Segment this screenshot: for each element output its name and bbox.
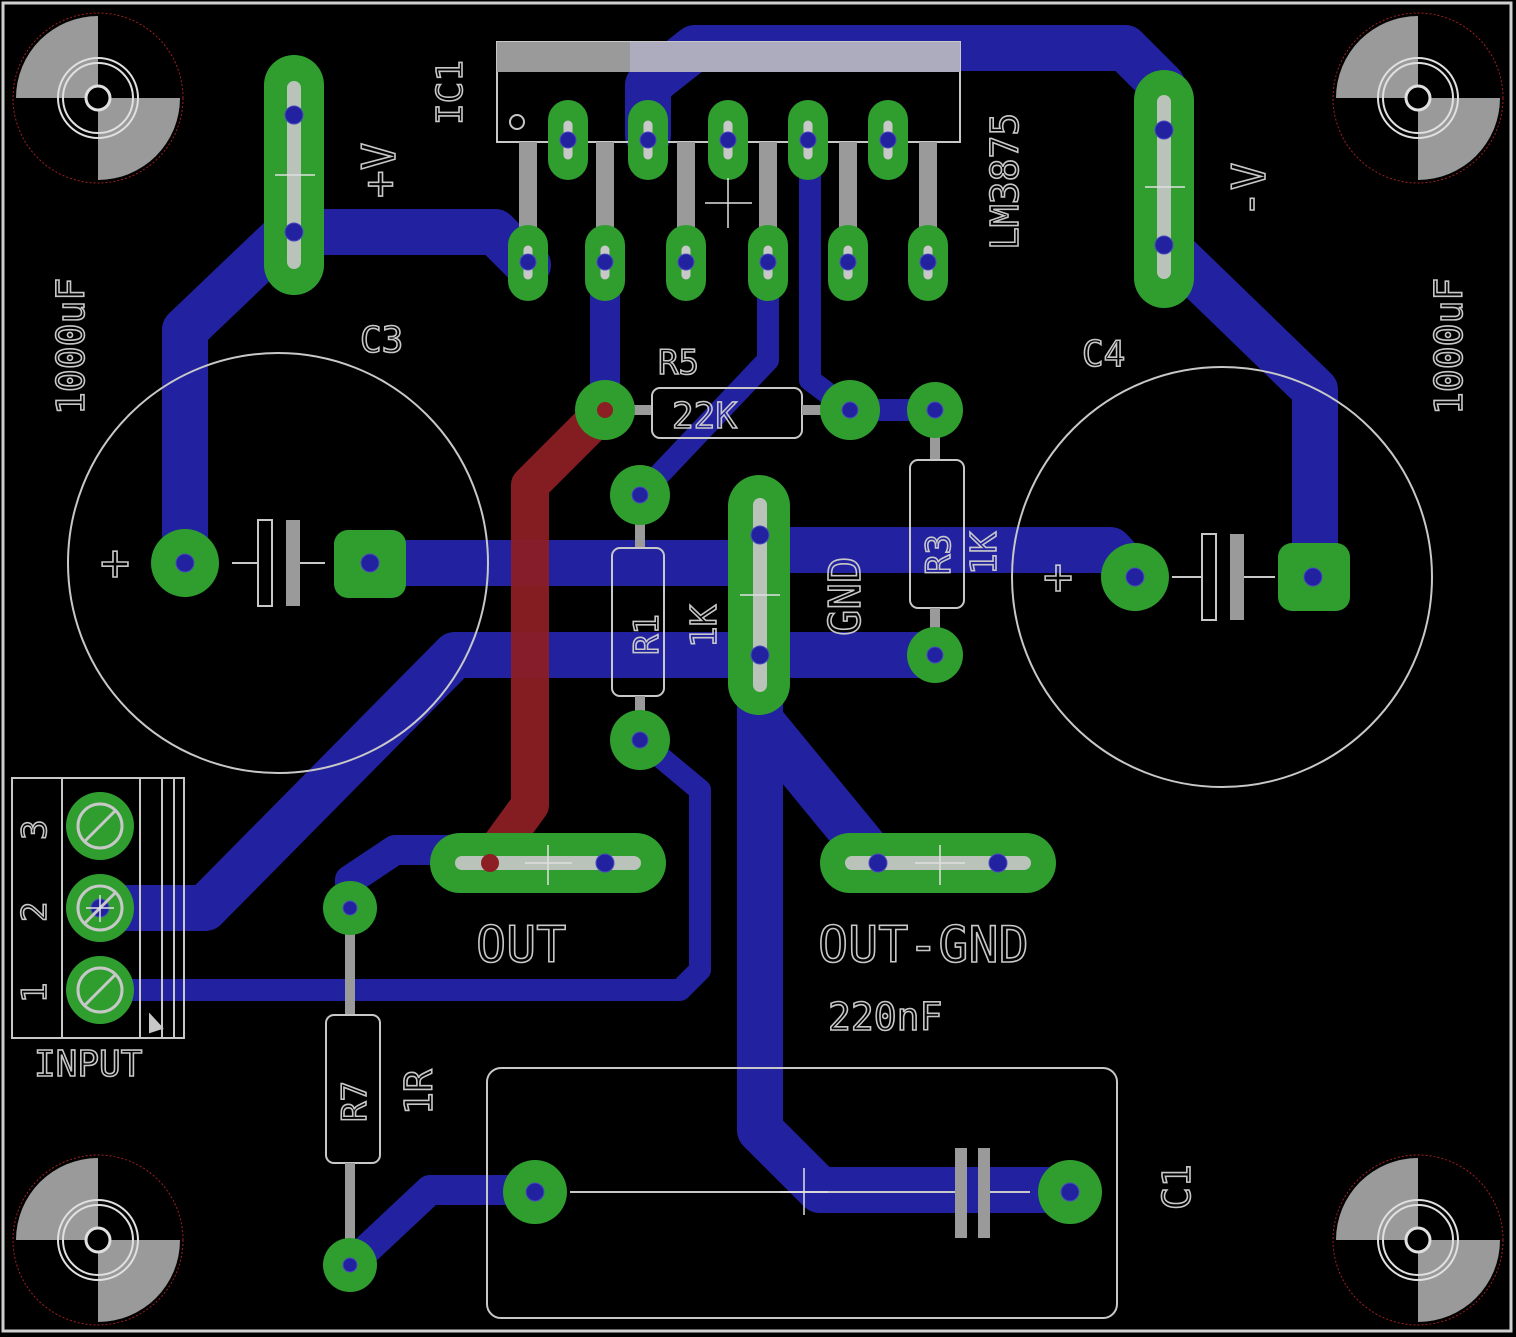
c3-label: C3 [360,320,403,361]
r7-value-label: 1R [397,1069,441,1115]
capacitor-symbol-icon [232,519,325,607]
out-label: OUT [476,916,566,974]
ic1-label: IC1 [430,60,471,125]
c3-outline [67,352,489,774]
c4-value-label: 1000uF [1427,278,1471,415]
pin3-label: 3 [15,820,55,840]
pin1-label: 1 [15,983,55,1003]
c3-plus-label: + [100,534,130,592]
r5-value-label: 22K [672,396,737,437]
gnd-label: GND [820,557,871,636]
labels: IC1 LM3875 +V -V C3 C4 1000uF 1000uF R5 … [14,59,1472,1211]
input-label: INPUT [34,1044,142,1085]
out-gnd-label: OUT-GND [818,916,1029,974]
c4-label: C4 [1082,334,1125,375]
r1-value-label: 1K [684,604,725,648]
capacitor-symbol-icon [570,1148,1030,1238]
r7-label: R7 [335,1081,375,1122]
mounting-hole-icon [1332,12,1504,184]
c4-outline [1011,366,1433,788]
mounting-hole-icon [12,1154,184,1326]
minus-v-label: -V [1222,163,1276,218]
r5-label: R5 [658,343,699,383]
c1-value-label: 220nF [828,995,942,1039]
silkscreen [11,41,1433,1319]
mounting-holes [12,12,1504,1326]
c1-outline [486,1067,1118,1319]
top-trace [474,396,619,872]
pad-drills [76,81,1323,1273]
mounting-hole-icon [12,12,184,184]
r3-value-label: 1K [964,531,1005,575]
lm3875-label: LM3875 [983,113,1027,250]
r1-label: R1 [627,614,667,655]
c1-label: C1 [1155,1164,1199,1210]
c3-value-label: 1000uF [49,278,93,415]
pin2-label: 2 [15,902,55,922]
c4-plus-label: + [1043,548,1073,606]
capacitor-symbol-icon [1172,533,1275,621]
terminal-block-icon [11,777,185,1039]
plus-v-label: +V [352,143,406,198]
r3-label: R3 [919,534,959,575]
mounting-hole-icon [1332,1154,1504,1326]
